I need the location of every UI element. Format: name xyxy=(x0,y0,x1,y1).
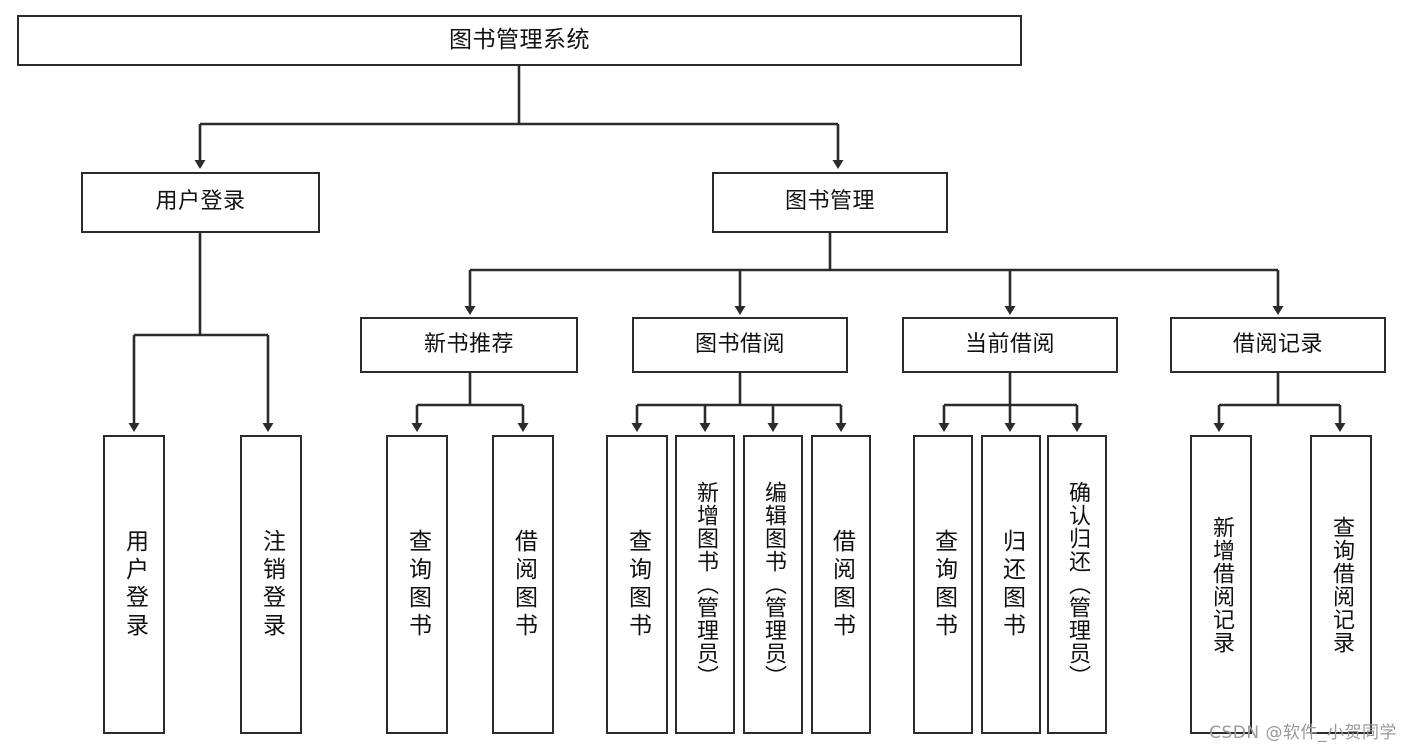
node-leaf-query-book-2[interactable]: 查询图书 xyxy=(606,435,668,734)
node-user-login-label: 用户登录 xyxy=(155,189,246,215)
node-root[interactable]: 图书管理系统 xyxy=(17,15,1022,66)
node-borrow-record[interactable]: 借阅记录 xyxy=(1170,317,1386,373)
node-leaf-logout[interactable]: 注销登录 xyxy=(240,435,302,734)
node-leaf-query-book-3[interactable]: 查询图书 xyxy=(913,435,973,734)
node-leaf-confirm-return[interactable]: 确认归还（管理员） xyxy=(1047,435,1107,734)
node-leaf-query-record[interactable]: 查询借阅记录 xyxy=(1310,435,1372,734)
node-leaf-edit-book[interactable]: 编辑图书（管理员） xyxy=(743,435,803,734)
node-root-label: 图书管理系统 xyxy=(449,26,590,53)
node-leaf-return-book[interactable]: 归还图书 xyxy=(981,435,1041,734)
node-leaf-query-book-3-label: 查询图书 xyxy=(930,528,957,641)
node-new-book-recommend[interactable]: 新书推荐 xyxy=(360,317,578,373)
node-leaf-query-record-label: 查询借阅记录 xyxy=(1329,515,1354,654)
node-book-management[interactable]: 图书管理 xyxy=(712,172,948,233)
node-leaf-user-login[interactable]: 用户登录 xyxy=(103,435,165,734)
node-leaf-borrow-book-2-label: 借阅图书 xyxy=(828,528,855,641)
node-borrow-record-label: 借阅记录 xyxy=(1232,331,1323,357)
node-leaf-logout-label: 注销登录 xyxy=(258,528,285,641)
node-leaf-borrow-book-2[interactable]: 借阅图书 xyxy=(811,435,871,734)
node-leaf-add-record-label: 新增借阅记录 xyxy=(1209,515,1234,654)
node-leaf-borrow-book-1-label: 借阅图书 xyxy=(510,528,537,641)
node-leaf-query-book-1-label: 查询图书 xyxy=(404,528,431,641)
node-current-borrow[interactable]: 当前借阅 xyxy=(902,317,1118,373)
node-book-management-label: 图书管理 xyxy=(784,189,875,215)
node-leaf-return-book-label: 归还图书 xyxy=(998,528,1025,641)
node-leaf-add-record[interactable]: 新增借阅记录 xyxy=(1190,435,1252,734)
node-leaf-borrow-book-1[interactable]: 借阅图书 xyxy=(492,435,554,734)
node-current-borrow-label: 当前借阅 xyxy=(964,331,1055,357)
watermark-text: CSDN @软件_小贺同学 xyxy=(1209,723,1397,743)
node-new-book-recommend-label: 新书推荐 xyxy=(423,331,514,357)
node-book-borrow[interactable]: 图书借阅 xyxy=(632,317,848,373)
node-book-borrow-label: 图书借阅 xyxy=(694,331,785,357)
node-leaf-query-book-2-label: 查询图书 xyxy=(624,528,651,641)
node-leaf-confirm-return-label: 确认归还（管理员） xyxy=(1065,481,1090,688)
node-leaf-query-book-1[interactable]: 查询图书 xyxy=(386,435,448,734)
node-leaf-add-book-label: 新增图书（管理员） xyxy=(693,481,718,688)
node-leaf-add-book[interactable]: 新增图书（管理员） xyxy=(675,435,735,734)
node-leaf-user-login-label: 用户登录 xyxy=(121,528,148,641)
node-leaf-edit-book-label: 编辑图书（管理员） xyxy=(761,481,786,688)
node-user-login[interactable]: 用户登录 xyxy=(81,172,320,233)
